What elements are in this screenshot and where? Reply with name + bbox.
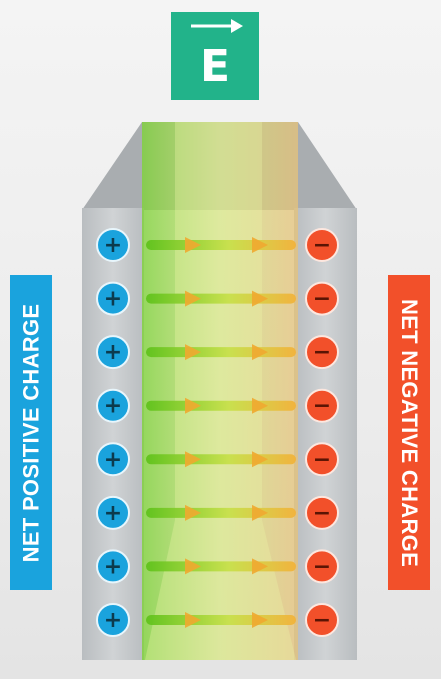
negative-charge: − <box>305 549 339 584</box>
field-arrowhead <box>185 237 201 253</box>
minus-sign: − <box>313 501 331 526</box>
field-arrowhead <box>185 290 201 307</box>
positive-charge: + <box>96 228 130 262</box>
field-line <box>146 344 296 361</box>
vector-arrow-icon <box>191 19 243 33</box>
minus-sign: − <box>313 608 331 633</box>
field-line <box>146 237 296 253</box>
plus-sign: + <box>104 233 122 258</box>
field-lines <box>146 237 296 628</box>
minus-sign: − <box>313 287 331 312</box>
field-arrowhead <box>185 558 201 575</box>
minus-sign: − <box>313 340 331 365</box>
field-arrowhead <box>185 504 201 521</box>
net-negative-charge-text: NET NEGATIVE CHARGE <box>397 298 422 567</box>
negative-charge: − <box>305 228 339 262</box>
positive-charge: + <box>96 388 130 423</box>
negative-charge: − <box>305 281 339 316</box>
positive-charge: + <box>96 549 130 584</box>
field-region <box>142 122 298 660</box>
net-positive-charge-text: NET POSITIVE CHARGE <box>18 303 44 562</box>
plus-sign: + <box>104 340 122 365</box>
negative-charge: − <box>305 335 339 370</box>
field-line <box>146 397 296 414</box>
positive-charge: + <box>96 335 130 370</box>
field-arrowhead <box>252 451 268 468</box>
plus-sign: + <box>104 501 122 526</box>
positive-charge: + <box>96 495 130 530</box>
minus-sign: − <box>313 447 331 472</box>
negative-plate <box>294 208 357 660</box>
field-arrowhead <box>185 397 201 414</box>
electric-field-badge: E <box>171 12 259 100</box>
field-line <box>146 290 296 307</box>
field-region-highlight <box>145 122 296 660</box>
field-arrowhead <box>185 451 201 468</box>
electric-field-symbol: E <box>199 41 231 92</box>
minus-sign: − <box>313 233 331 258</box>
field-arrowhead <box>252 558 268 575</box>
field-arrowhead <box>252 504 268 521</box>
field-arrowhead <box>252 344 268 361</box>
plus-sign: + <box>104 394 122 419</box>
net-negative-charge-label: NET NEGATIVE CHARGE <box>388 275 430 590</box>
negative-charge: − <box>305 495 339 530</box>
negative-charges: − − − − − − − − <box>305 228 339 637</box>
minus-sign: − <box>313 394 331 419</box>
plus-sign: + <box>104 554 122 579</box>
positive-plate <box>82 208 144 660</box>
field-arrowhead <box>185 612 201 628</box>
field-line <box>146 612 296 628</box>
plus-sign: + <box>104 608 122 633</box>
field-arrowhead <box>252 290 268 307</box>
field-arrowhead <box>185 344 201 361</box>
negative-charge: − <box>305 603 339 637</box>
minus-sign: − <box>313 554 331 579</box>
field-line <box>146 451 296 468</box>
positive-charge: + <box>96 442 130 477</box>
positive-charge: + <box>96 603 130 637</box>
negative-charge: − <box>305 442 339 477</box>
field-arrowhead <box>252 397 268 414</box>
net-positive-charge-label: NET POSITIVE CHARGE <box>10 275 52 590</box>
positive-charges: + + + + + + + + <box>96 228 130 637</box>
plus-sign: + <box>104 287 122 312</box>
plus-sign: + <box>104 447 122 472</box>
field-line <box>146 558 296 575</box>
field-arrowhead <box>252 612 268 628</box>
field-arrowhead <box>252 237 268 253</box>
negative-charge: − <box>305 388 339 423</box>
positive-charge: + <box>96 281 130 316</box>
field-line <box>146 504 296 521</box>
